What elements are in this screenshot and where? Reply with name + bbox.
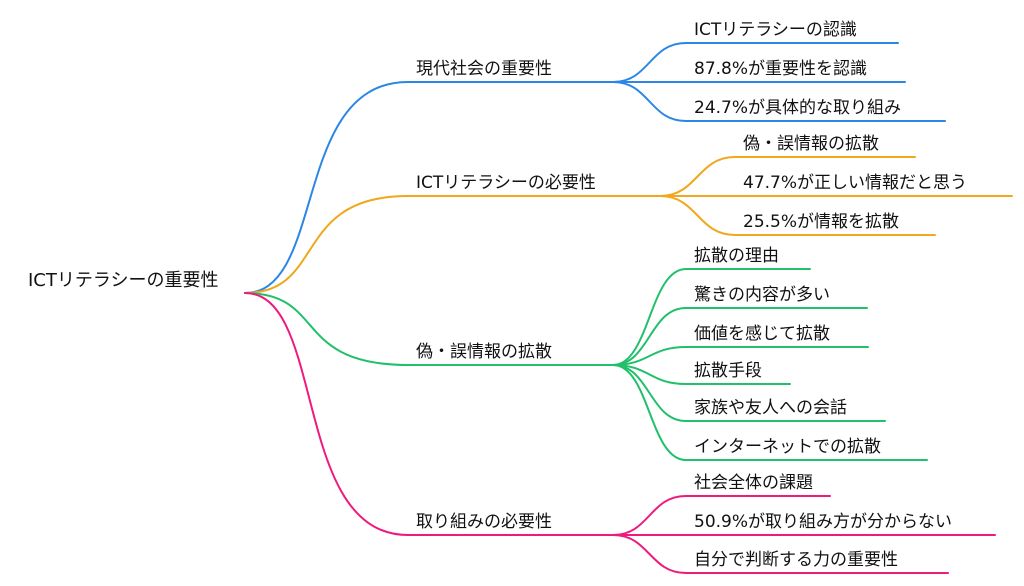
leaf-label: 自分で判断する力の重要性 (694, 550, 898, 570)
leaf-label: ICTリテラシーの認識 (694, 20, 857, 40)
leaf-connector (612, 495, 687, 536)
leaf-label: 偽・誤情報の拡散 (743, 134, 879, 154)
branch-connector (244, 81, 409, 294)
leaf-label: 驚きの内容が多い (694, 285, 830, 305)
leaf-label: インターネットでの拡散 (694, 437, 881, 457)
leaf-connector (612, 364, 687, 385)
leaf-label: 25.5%が情報を拡散 (743, 212, 899, 232)
leaf-connector (612, 42, 687, 83)
root-node-label: ICTリテラシーの重要性 (28, 270, 219, 291)
leaf-label: 価値を感じて拡散 (694, 324, 830, 344)
leaf-connector (612, 534, 687, 574)
branch-label: 偽・誤情報の拡散 (416, 342, 552, 362)
branch-connector (244, 292, 409, 536)
mindmap-edges (244, 42, 1013, 574)
branch-label: 現代社会の重要性 (416, 59, 552, 79)
leaf-connector (612, 81, 687, 122)
leaf-label: 50.9%が取り組み方が分からない (694, 512, 952, 532)
mindmap-labels: ICTリテラシーの重要性 現代社会の重要性 ICTリテラシーの認識 87.8%が重要… (28, 20, 967, 570)
leaf-connector (612, 364, 687, 461)
branch-label: ICTリテラシーの必要性 (416, 173, 596, 193)
leaf-connector (659, 156, 736, 197)
leaf-label: 87.8%が重要性を認識 (694, 59, 867, 79)
leaf-label: 社会全体の課題 (694, 473, 813, 493)
leaf-connector (612, 346, 687, 366)
leaf-connector (659, 195, 736, 236)
leaf-label: 拡散手段 (694, 361, 762, 381)
branch-label: 取り組みの必要性 (416, 512, 552, 532)
leaf-connector (612, 307, 687, 366)
leaf-label: 47.7%が正しい情報だと思う (743, 173, 967, 193)
branch-connector (244, 195, 409, 294)
leaf-label: 拡散の理由 (694, 246, 779, 266)
leaf-label: 家族や友人への会話 (694, 398, 847, 418)
leaf-label: 24.7%が具体的な取り組み (694, 98, 901, 118)
branch-connector (244, 292, 409, 366)
leaf-connector (612, 268, 687, 366)
